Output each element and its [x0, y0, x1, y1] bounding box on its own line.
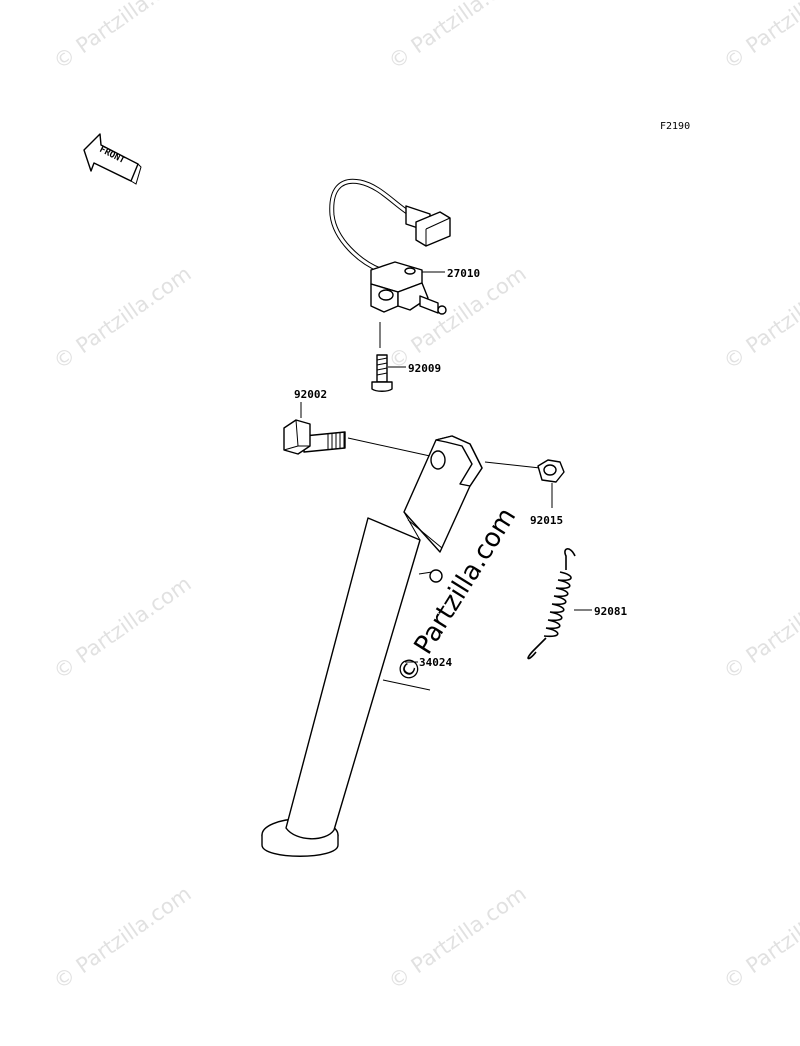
watermark: © Partzilla.com [49, 0, 196, 74]
watermark: © Partzilla.com [719, 0, 800, 74]
watermark: © Partzilla.com [719, 261, 800, 374]
callout-27010: 27010 [447, 267, 480, 280]
side-stand-switch [329, 178, 451, 315]
bolt-92009 [371, 354, 393, 392]
nut-92015 [537, 459, 565, 483]
callout-92015: 92015 [530, 514, 563, 527]
watermark: © Partzilla.com [719, 571, 800, 684]
watermark: © Partzilla.com [384, 881, 531, 994]
callout-92081: 92081 [594, 605, 627, 618]
figure-code: F2190 [660, 121, 690, 132]
watermark: © Partzilla.com [49, 261, 196, 374]
watermark: © Partzilla.com [49, 881, 196, 994]
watermark: © Partzilla.com [49, 571, 196, 684]
watermark: © Partzilla.com [384, 0, 531, 74]
spring-92081 [527, 548, 576, 660]
callout-92002: 92002 [294, 388, 327, 401]
watermark: © Partzilla.com [719, 881, 800, 994]
side-stand-34024 [261, 435, 483, 857]
callout-34024: 34024 [419, 656, 452, 669]
front-arrow-icon: FRONT [83, 133, 142, 185]
bolt-92002 [283, 419, 346, 455]
callout-92009: 92009 [408, 362, 441, 375]
center-watermark: © Partzilla.com [390, 503, 522, 689]
